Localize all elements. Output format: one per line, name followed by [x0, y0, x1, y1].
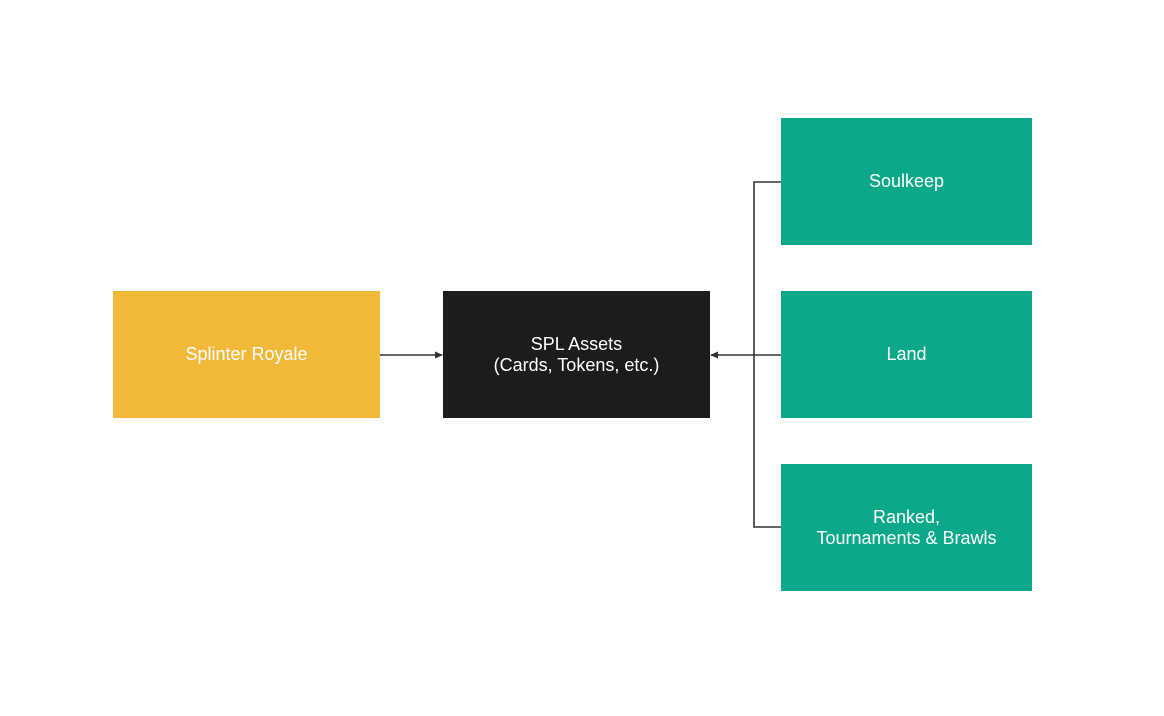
soulkeep-label: Soulkeep — [868, 171, 945, 191]
splinter-royale-label: Splinter Royale — [185, 344, 308, 364]
ranked-label-line2: Tournaments & Brawls — [816, 527, 997, 548]
spl-assets-subtitle: (Cards, Tokens, etc.) — [493, 354, 660, 375]
spl-assets-title: SPL Assets — [530, 333, 623, 354]
land-node: Land — [781, 291, 1032, 418]
ranked-label-line1: Ranked, — [872, 506, 941, 527]
splinter-royale-node: Splinter Royale — [113, 291, 380, 418]
spl-assets-node: SPL Assets (Cards, Tokens, etc.) — [443, 291, 710, 418]
ranked-tournaments-brawls-node: Ranked, Tournaments & Brawls — [781, 464, 1032, 591]
land-label: Land — [886, 344, 927, 364]
soulkeep-node: Soulkeep — [781, 118, 1032, 245]
